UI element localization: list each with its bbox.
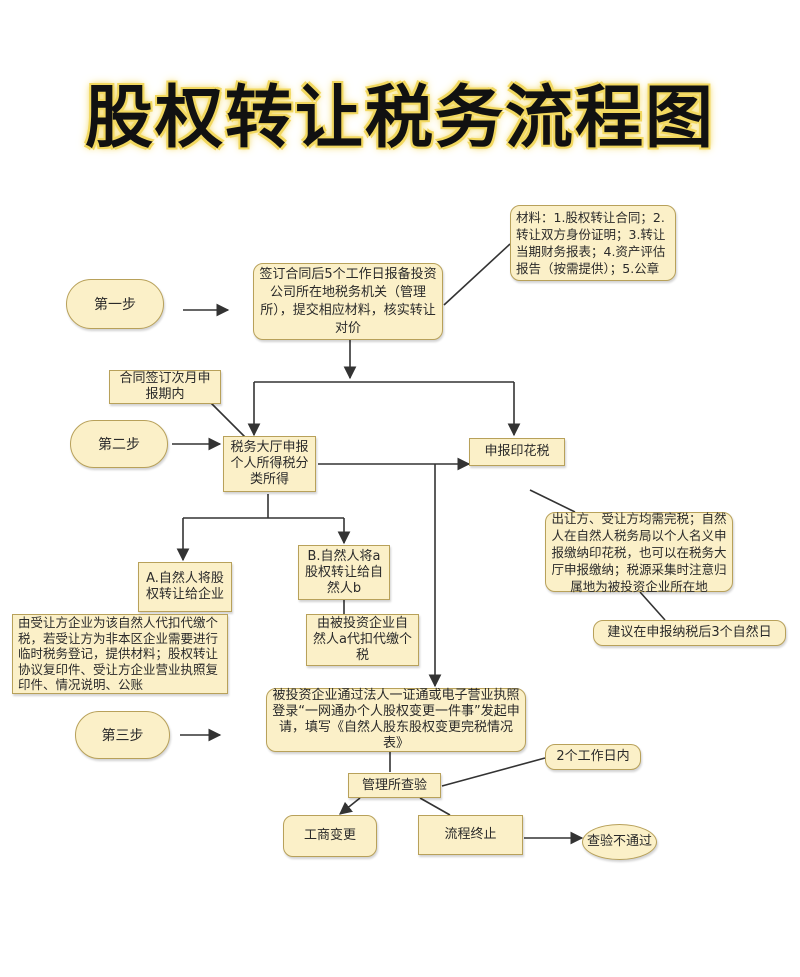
sign-contract-box: 签订合同后5个工作日报备投资公司所在地税务机关（管理所），提交相应材料，核实转让… (253, 263, 443, 340)
line-review-workdays (441, 757, 546, 787)
stamp-note-box: 出让方、受让方均需完税；自然人在自然人税务局以个人名义申报缴纳印花税，也可以在税… (545, 511, 733, 594)
apply-box: 被投资企业通过法人一证通或电子营业执照登录“一网通办个人股权变更一件事”发起申请… (266, 688, 526, 752)
line-stamp-note (529, 489, 576, 513)
personal-tax-box: 税务大厅申报个人所得税分类所得 (223, 436, 316, 492)
line-deadline (207, 399, 251, 443)
case-b-note-box: 由被投资企业自然人a代扣代缴个税 (306, 614, 419, 666)
stamp-tax-box: 申报印花税 (469, 438, 565, 466)
stamp-advice-box: 建议在申报纳税后3个自然日 (593, 620, 786, 646)
step-2: 第二步 (70, 420, 168, 468)
case-b-box: B.自然人将a股权转让给自然人b (298, 545, 390, 600)
workdays-box: 2个工作日内 (545, 744, 641, 770)
case-a-box: A.自然人将股权转让给企业 (138, 562, 232, 612)
deadline-box: 合同签订次月申报期内 (109, 370, 221, 404)
case-a-note-box: 由受让方企业为该自然人代扣代缴个税，若受让方为非本区企业需要进行临时税务登记，提… (12, 614, 228, 694)
step-3: 第三步 (75, 711, 170, 759)
line-review-end (419, 797, 451, 816)
process-end-box: 流程终止 (418, 815, 523, 855)
review-fail-ellipse: 查验不通过 (582, 824, 657, 860)
step-1: 第一步 (66, 279, 164, 329)
business-change-box: 工商变更 (283, 815, 377, 857)
page-title: 股权转让税务流程图 (84, 79, 715, 158)
line-materials (443, 243, 511, 306)
line-stamp-advice (639, 591, 666, 621)
review-box: 管理所查验 (348, 773, 441, 798)
arrow-review-business (339, 797, 361, 815)
materials-box: 材料：1.股权转让合同；2.转让双方身份证明；3.转让当期财务报表；4.资产评估… (510, 205, 676, 281)
